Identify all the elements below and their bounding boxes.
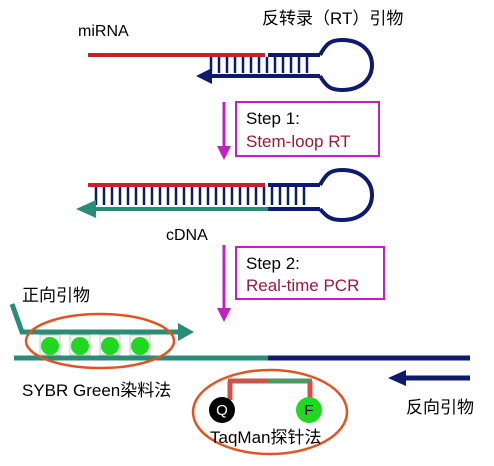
sybr-dye-3 — [101, 337, 119, 355]
quencher-label: Q — [216, 402, 228, 419]
sybr-dye-2 — [71, 337, 89, 355]
rt-primer-label: 反转录（RT）引物 — [262, 9, 403, 28]
step-2-name: Real-time PCR — [246, 276, 359, 295]
sybr-dyes — [39, 334, 151, 356]
sybr-dye-1 — [41, 337, 59, 355]
taqman-ellipse — [191, 368, 349, 456]
step-1-box — [235, 101, 380, 157]
cdna-label: cDNA — [166, 227, 208, 244]
step-2-title: Step 2: — [246, 254, 300, 273]
step-2-box — [235, 246, 385, 300]
sybr-dye-4 — [131, 337, 149, 355]
pcr-group: 正向引物 SYBR Green染料法 反向引物 — [9, 286, 474, 456]
forward-primer-label: 正向引物 — [22, 286, 90, 305]
step-1-group: Step 1: Stem-loop RT — [217, 101, 380, 160]
step-1-title: Step 1: — [246, 109, 300, 128]
cdna-ticks — [94, 187, 306, 205]
stage-2-group: cDNA — [76, 167, 375, 244]
cdna-arrowhead — [76, 200, 96, 218]
cdna-stem-loop — [268, 167, 375, 223]
reverse-primer-label: 反向引物 — [406, 398, 474, 417]
taqman-label: TaqMan探针法 — [210, 428, 321, 447]
rt-primer-arrowhead — [196, 68, 212, 84]
stage-1-group: miRNA 反转录（RT）引物 — [78, 9, 403, 93]
sybr-ellipse — [24, 312, 176, 370]
step-2-arrowhead — [217, 308, 231, 322]
step-1-name: Stem-loop RT — [246, 132, 351, 151]
sybr-label: SYBR Green染料法 — [22, 381, 171, 400]
fluorophore-label: F — [304, 402, 313, 419]
step-1-arrowhead — [217, 146, 231, 160]
quencher-dot — [209, 397, 235, 423]
step-2-group: Step 2: Real-time PCR — [217, 245, 385, 322]
mirna-label: miRNA — [78, 23, 129, 40]
rt-hairpin-ticks — [209, 57, 309, 73]
reverse-primer-arrowhead — [388, 370, 406, 386]
fluorophore-dot — [296, 397, 322, 423]
forward-primer — [9, 303, 180, 335]
taqman-probe: Q F — [209, 378, 322, 423]
forward-primer-arrowhead — [178, 323, 194, 341]
rt-primer-stem-loop — [196, 37, 375, 93]
